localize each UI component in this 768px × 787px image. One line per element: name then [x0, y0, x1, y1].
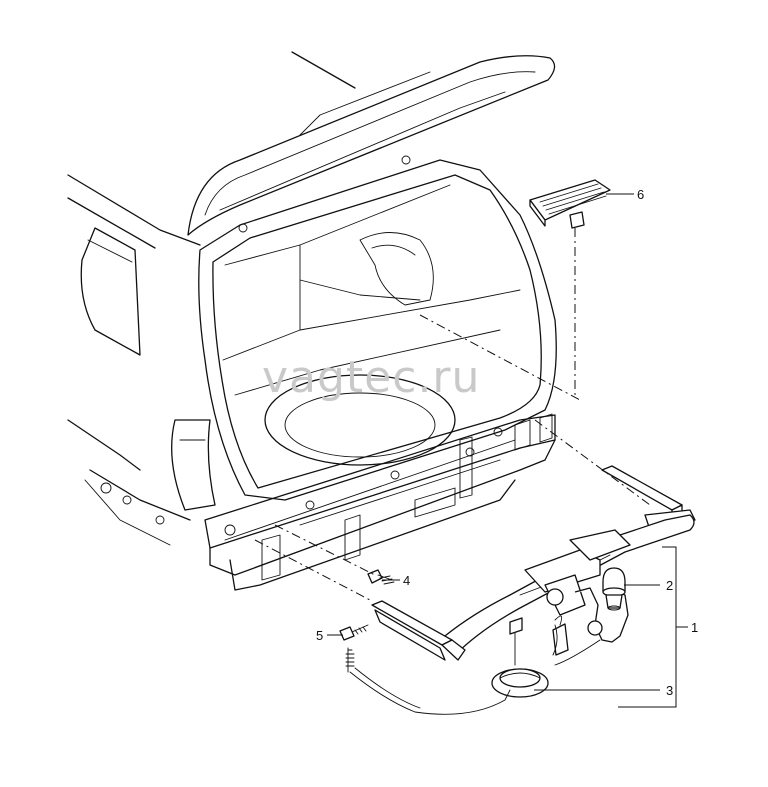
callout-label-5: 5	[316, 628, 323, 643]
bolt-5	[339, 624, 369, 641]
car-body	[67, 51, 557, 591]
watermark: vagtec.ru	[262, 352, 480, 403]
callout-label-3: 3	[666, 683, 673, 698]
callout-labels: 1 2 3 4 5 6	[316, 187, 698, 698]
callout-leaders	[327, 193, 688, 708]
cover-cap	[529, 179, 611, 229]
assembly-lines	[254, 228, 651, 601]
bolt-4	[367, 569, 395, 585]
tow-bar-crossmember	[371, 465, 696, 666]
callout-label-6: 6	[637, 187, 644, 202]
tow-ball-cap	[602, 567, 626, 611]
callout-label-2: 2	[666, 578, 673, 593]
callout-label-1: 1	[691, 620, 698, 635]
callout-label-4: 4	[403, 573, 410, 588]
